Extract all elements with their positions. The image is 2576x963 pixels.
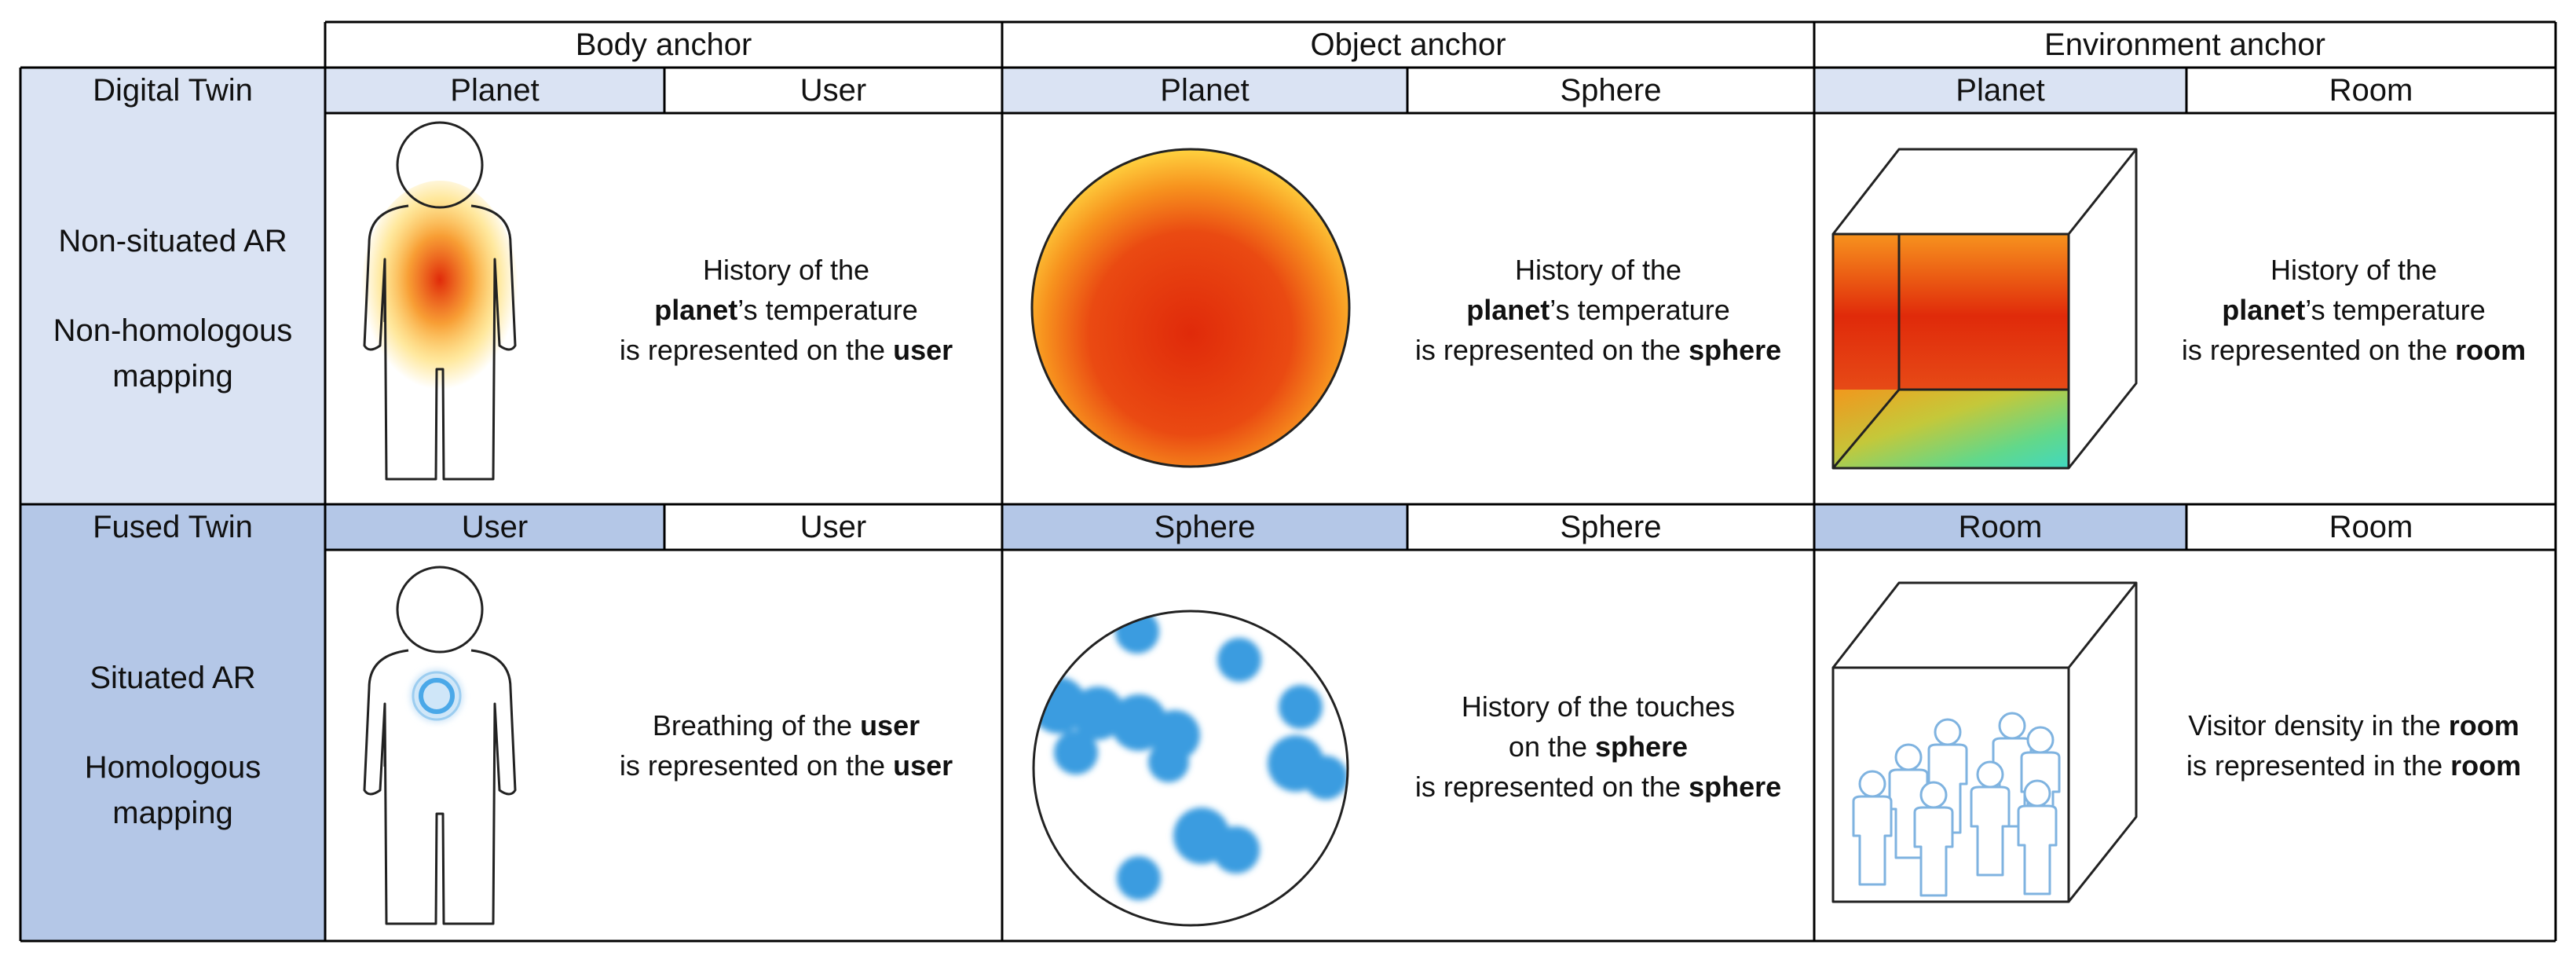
row1-source-environment: Planet (1956, 72, 2045, 108)
row2-target-environment: Room (2329, 509, 2413, 544)
person-breathing-icon (363, 566, 517, 925)
row1-source-object: Planet (1160, 72, 1250, 108)
sphere-touches-icon (1032, 610, 1349, 927)
row2-sub-bg-1 (325, 504, 664, 550)
header-object-anchor: Object anchor (1310, 27, 1506, 62)
row1-title: Digital Twin (93, 72, 253, 108)
person-heatmap-icon (361, 121, 518, 481)
row1-desc-body: History of the planet’s temperature is r… (619, 254, 953, 366)
row2-desc-object: History of the touches on the sphere is … (1414, 690, 1782, 803)
row1-situation: Non-situated AR (58, 224, 287, 258)
row2-target-object: Sphere (1560, 509, 1662, 544)
row1-mapping-2: mapping (112, 359, 233, 394)
row1-target-body: User (800, 72, 867, 108)
row2-mapping-1: Homologous (84, 750, 262, 785)
row1-desc-object: History of the planet’s temperature is r… (1414, 254, 1782, 366)
row2-sub-bg-3 (1814, 504, 2186, 550)
row2-mapping-2: mapping (112, 796, 233, 830)
header-body-anchor: Body anchor (575, 27, 752, 62)
row2-source-body: User (461, 509, 529, 544)
row1-sub-bg-3 (1814, 68, 2186, 113)
row1-side-bg (20, 68, 325, 504)
row1-sub-bg-1 (325, 68, 664, 113)
row1-target-object: Sphere (1560, 72, 1662, 108)
room-heatmap-icon (1831, 148, 2138, 470)
row1-sub-bg-2 (1002, 68, 1407, 113)
row2-desc-environment: Visitor density in the room is represent… (2186, 709, 2522, 782)
row2-source-object: Sphere (1154, 509, 1256, 544)
sphere-heatmap-icon (1030, 148, 1351, 468)
row2-sub-bg-2 (1002, 504, 1407, 550)
row1-mapping-1: Non-homologous (53, 313, 293, 348)
row2-source-environment: Room (1958, 509, 2043, 544)
row2-situation: Situated AR (90, 661, 256, 695)
row1-source-body: Planet (450, 72, 540, 108)
room-visitors-icon (1831, 581, 2138, 903)
row2-desc-body: Breathing of the user is represented on … (619, 709, 953, 782)
row1-target-environment: Room (2329, 72, 2413, 108)
row2-side-bg (20, 504, 325, 941)
header-environment-anchor: Environment anchor (2044, 27, 2325, 62)
row1-desc-environment: History of the planet’s temperature is r… (2181, 254, 2527, 366)
row2-title: Fused Twin (93, 509, 253, 544)
row2-target-body: User (800, 509, 867, 544)
